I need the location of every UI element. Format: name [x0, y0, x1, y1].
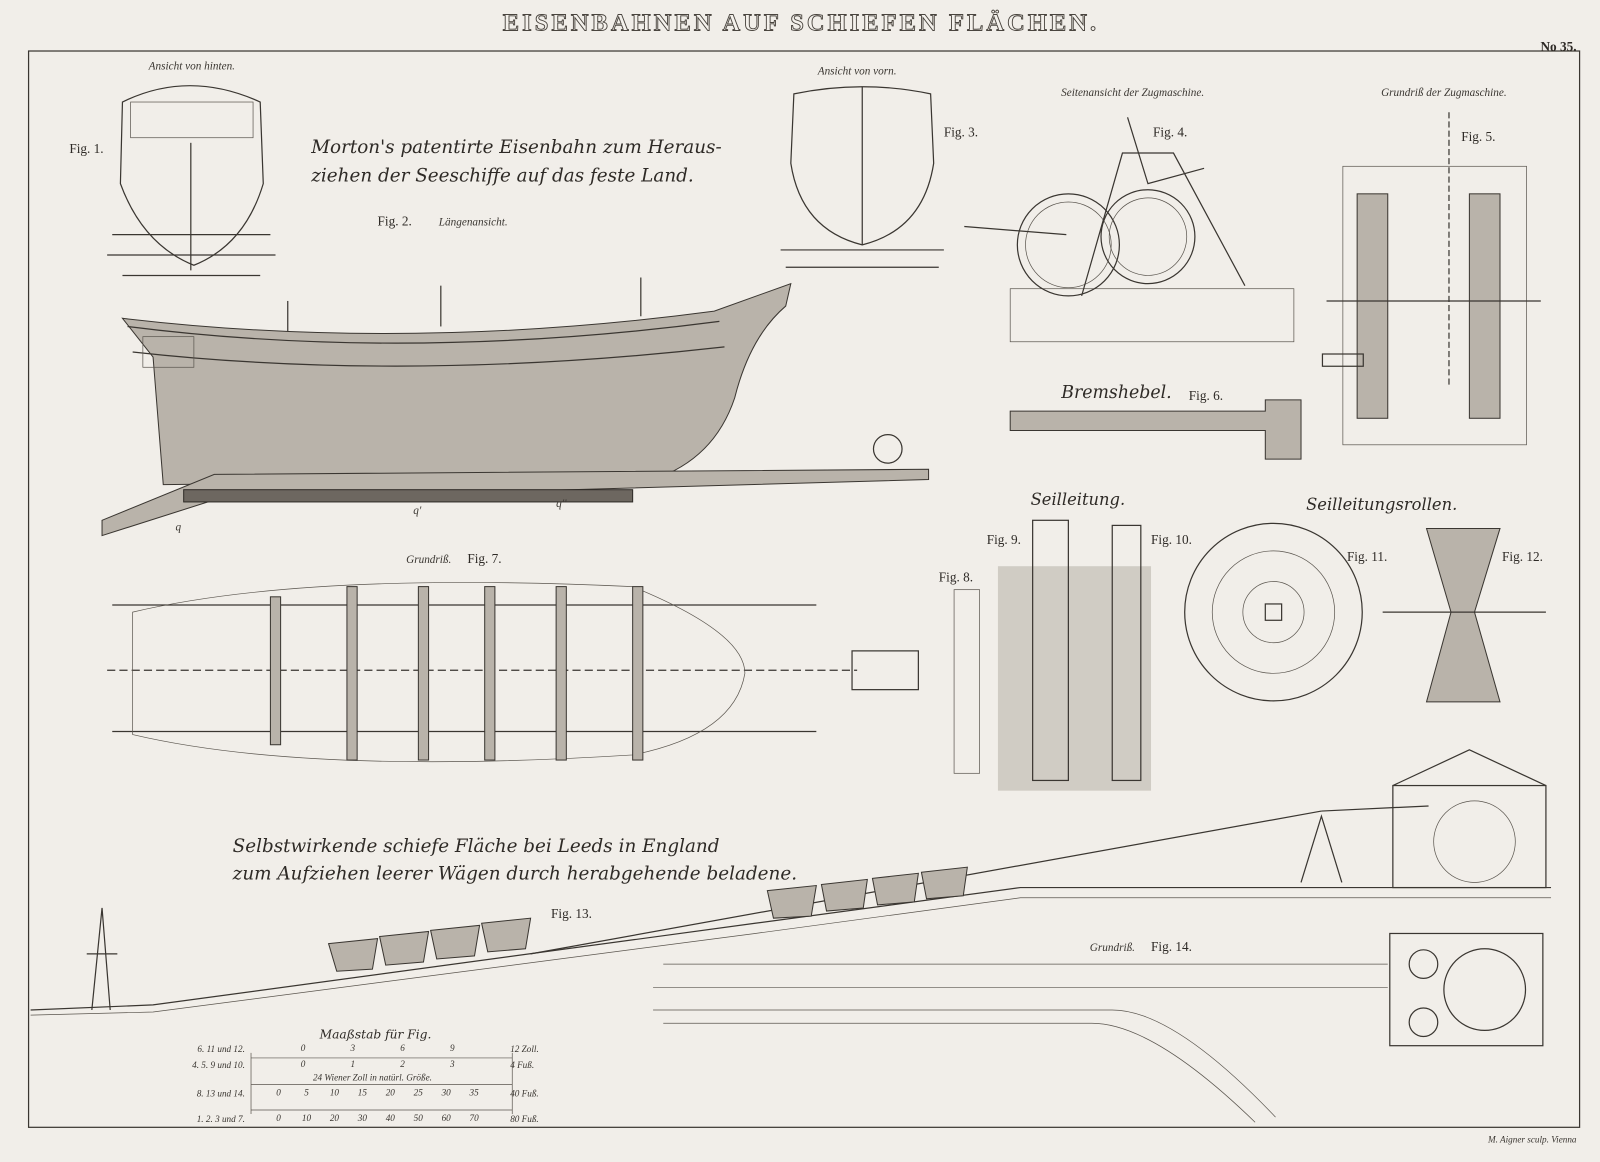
svg-text:Fig. 14.: Fig. 14. [1151, 939, 1192, 954]
leeds-caption-line2: zum Aufziehen leerer Wägen durch herabge… [232, 863, 797, 884]
fig5-engine-plan: Grundriß der Zugmaschine. Fig. 5. [1321, 87, 1541, 446]
scale-tick-label: 0 [276, 1088, 281, 1098]
scale-tick-label: 50 [414, 1113, 424, 1123]
svg-text:1. 2. 3 und 7.: 1. 2. 3 und 7. [197, 1114, 245, 1124]
scale-tick-label: 9 [450, 1043, 455, 1053]
fig14-plan: Grundriß. Fig. 14. [653, 932, 1544, 1123]
svg-text:q'': q'' [556, 498, 567, 510]
svg-text:Fig. 6.: Fig. 6. [1189, 388, 1223, 403]
fig2-label: Fig. 2. [378, 213, 412, 228]
rope-rollers: Fig. 11. Fig. 12. [1184, 522, 1546, 703]
svg-text:12 Zoll.: 12 Zoll. [510, 1044, 539, 1054]
scale-tick-label: 20 [330, 1113, 340, 1123]
scale-tick-label: 30 [441, 1088, 452, 1098]
svg-text:Fig. 9.: Fig. 9. [987, 532, 1021, 547]
scale-tick-label: 60 [442, 1113, 452, 1123]
svg-text:Fig. 3.: Fig. 3. [944, 125, 978, 140]
scale-tick-label: 10 [330, 1088, 340, 1098]
svg-text:Seilleitungsrollen.: Seilleitungsrollen. [1306, 495, 1457, 514]
plate-title: EISENBAHNEN AUF SCHIEFEN FLÄCHEN. [503, 10, 1099, 37]
scale-tick-label: 35 [469, 1088, 480, 1098]
scale-tick-label: 0 [276, 1113, 281, 1123]
scale-tick-label: 10 [302, 1113, 312, 1123]
fig2-caption: Längenansicht. [438, 216, 508, 228]
svg-text:Bremshebel.: Bremshebel. [1060, 383, 1171, 403]
svg-text:40 Fuß.: 40 Fuß. [510, 1089, 539, 1099]
svg-text:Grundriß der Zugmaschine.: Grundriß der Zugmaschine. [1381, 87, 1507, 99]
svg-text:Fig. 11.: Fig. 11. [1347, 549, 1387, 564]
scale-tick-label: 30 [357, 1113, 368, 1123]
svg-text:Seitenansicht der Zugmaschine.: Seitenansicht der Zugmaschine. [1061, 87, 1204, 99]
plate-border [27, 50, 1581, 1128]
plate-number: No 35. [1540, 39, 1576, 54]
fig3-front-view: Ansicht von vorn. Fig. 3. [780, 65, 978, 268]
morton-caption-line1: Morton's patentirte Eisenbahn zum Heraus… [310, 137, 721, 158]
svg-text:Fig. 12.: Fig. 12. [1502, 549, 1543, 564]
fig4-engine-side-view: Seitenansicht der Zugmaschine. Fig. 4. [964, 87, 1295, 343]
engraver-signature: M. Aigner sculp. Vienna [1487, 1135, 1577, 1145]
svg-text:8. 13 und 14.: 8. 13 und 14. [197, 1089, 245, 1099]
svg-text:4. 5. 9 und 10.: 4. 5. 9 und 10. [192, 1060, 245, 1070]
scale-bar: Maaßstab für Fig. 6. 11 und 12. 4. 5. 9 … [192, 1028, 539, 1125]
svg-text:Fig. 10.: Fig. 10. [1151, 532, 1192, 547]
fig2-ship-side-view: q q' q'' [101, 277, 930, 537]
svg-text:Fig. 8.: Fig. 8. [939, 570, 973, 585]
scale-tick-label: 3 [449, 1059, 455, 1069]
scale-tick-label: 20 [386, 1088, 396, 1098]
svg-text:Grundriß.: Grundriß. [406, 554, 451, 566]
scale-tick-label: 3 [350, 1043, 356, 1053]
fig7-railway-plan: Grundriß. Fig. 7. [107, 551, 919, 763]
morton-caption-line2: ziehen der Seeschiffe auf das feste Land… [310, 166, 694, 187]
svg-text:q': q' [413, 505, 422, 517]
leeds-caption-line1: Selbstwirkende schiefe Fläche bei Leeds … [233, 836, 720, 857]
scale-title: Maaßstab für Fig. [319, 1028, 432, 1042]
scale-tick-label: 5 [304, 1088, 309, 1098]
fig6-brake-lever: Bremshebel. Fig. 6. [1009, 383, 1302, 460]
svg-text:Fig. 7.: Fig. 7. [467, 551, 501, 566]
scale-tick-label: 0 [301, 1059, 306, 1069]
scale-tick-label: 6 [400, 1043, 405, 1053]
scale-tick-label: 15 [358, 1088, 368, 1098]
scale-tick-label: 40 [386, 1113, 396, 1123]
fig13-inclined-plane: Fig. 13. [30, 749, 1552, 1016]
scale-tick-label: 70 [470, 1113, 480, 1123]
scale-note: 24 Wiener Zoll in natürl. Größe. [313, 1072, 432, 1082]
scale-tick-label: 2 [400, 1059, 405, 1069]
svg-text:Fig. 13.: Fig. 13. [551, 906, 592, 921]
svg-text:Fig. 1.: Fig. 1. [69, 141, 103, 156]
svg-text:4 Fuß.: 4 Fuß. [510, 1060, 534, 1070]
svg-text:80 Fuß.: 80 Fuß. [510, 1114, 539, 1124]
rope-guide-figures: Seilleitung. Seilleitungsrollen. Fig. 8.… [939, 490, 1457, 791]
svg-text:Ansicht von vorn.: Ansicht von vorn. [817, 65, 897, 77]
svg-text:Ansicht von hinten.: Ansicht von hinten. [148, 60, 235, 72]
scale-tick-label: 25 [414, 1088, 424, 1098]
scale-tick-label: 1 [351, 1059, 356, 1069]
svg-text:q: q [176, 522, 182, 534]
svg-text:Fig. 5.: Fig. 5. [1461, 129, 1495, 144]
svg-text:6. 11 und 12.: 6. 11 und 12. [197, 1044, 244, 1054]
svg-text:Fig. 4.: Fig. 4. [1153, 125, 1187, 140]
scale-tick-label: 0 [301, 1043, 306, 1053]
fig1-rear-view: Ansicht von hinten. Fig. 1. [69, 60, 276, 277]
svg-text:Grundriß.: Grundriß. [1090, 942, 1135, 954]
svg-text:Seilleitung.: Seilleitung. [1031, 490, 1126, 509]
